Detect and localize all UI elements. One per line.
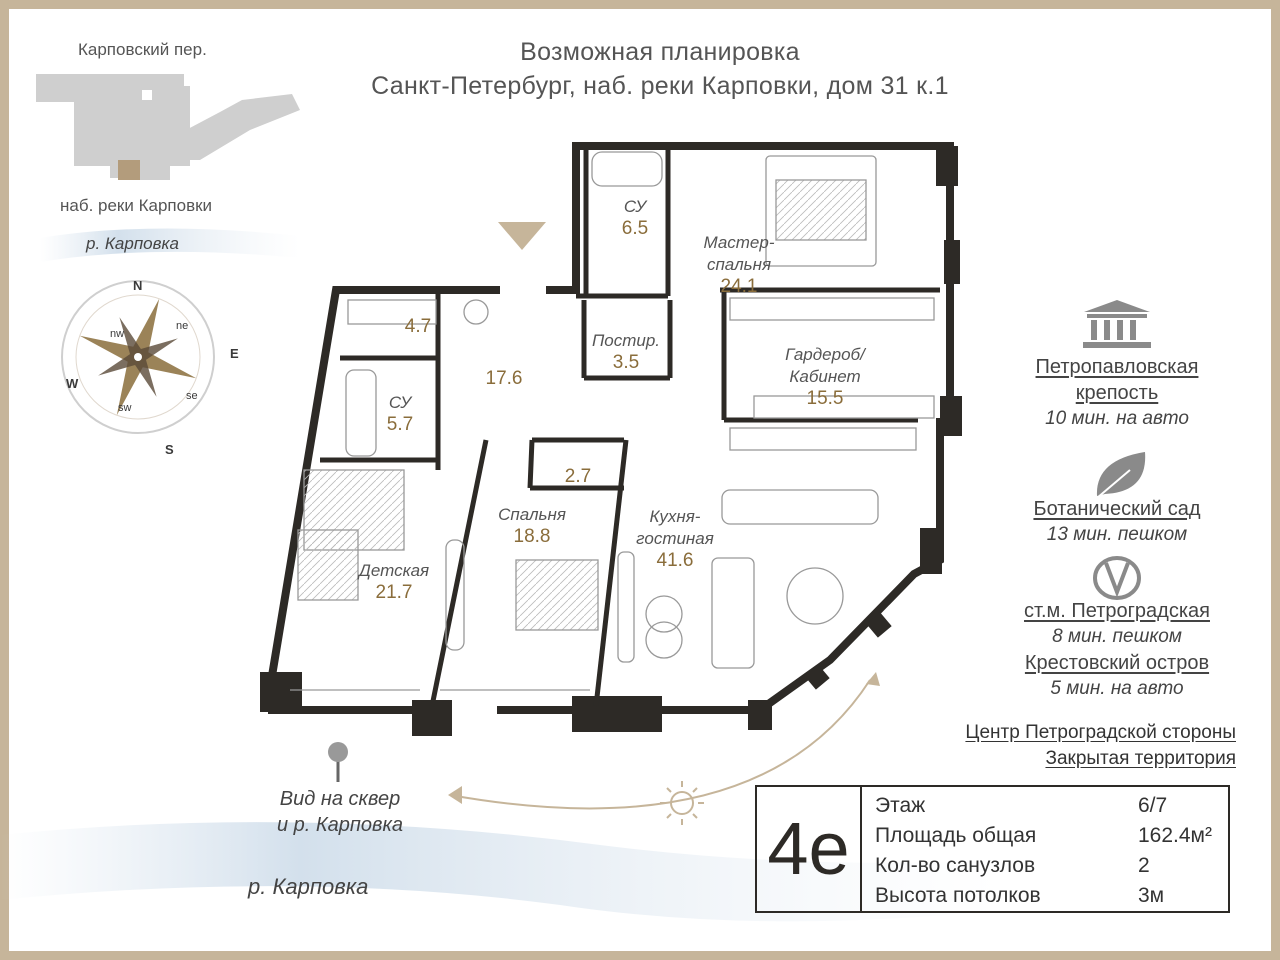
spec-floor-value: 6/7 <box>1138 794 1168 817</box>
sun-icon <box>660 781 704 825</box>
feature-center: Центр Петроградской стороны <box>965 722 1236 743</box>
locator-map <box>36 74 300 180</box>
place-metro: ст.м. Петроградская 8 мин. пешком Кресто… <box>1024 600 1210 699</box>
room-laundry: Постир.3.5 <box>591 331 661 373</box>
apartment-code: 4е <box>767 807 850 890</box>
plan-address: Санкт-Петербург, наб. реки Карповки, дом… <box>371 72 949 100</box>
river-bottom-label: р. Карповка <box>248 874 369 899</box>
spec-table <box>755 785 1230 913</box>
spec-bathrooms-value: 2 <box>1138 854 1150 877</box>
room-closet: 2.7 <box>564 466 592 487</box>
plan-columns <box>260 146 962 736</box>
pin-icon <box>328 742 348 782</box>
compass-n: N <box>133 278 143 293</box>
compass-se: se <box>186 390 198 402</box>
spec-area-label: Площадь общая <box>875 824 1037 847</box>
compass-rose <box>61 280 215 434</box>
river-top <box>40 228 300 262</box>
view-arc <box>449 679 871 810</box>
spec-floor-label: Этаж <box>875 794 926 817</box>
view-label: Вид на сквер и р. Карповка <box>276 788 404 836</box>
compass-ne: ne <box>176 320 189 332</box>
spec-ceiling-label: Высота потолков <box>875 884 1041 907</box>
compass-sw: sw <box>118 402 132 414</box>
river-top-label: р. Карповка <box>86 234 179 253</box>
street-top-label: Карповский пер. <box>78 40 207 59</box>
room-storage: 4.7 <box>404 316 432 337</box>
feature-closed-territory: Закрытая территория <box>1045 748 1236 769</box>
room-hall: 17.6 <box>485 368 523 389</box>
compass-s: S <box>165 442 174 457</box>
compass-nw: nw <box>110 328 125 340</box>
plan-title: Возможная планировка <box>520 38 800 66</box>
compass-e: E <box>230 346 239 361</box>
plan-interior-walls <box>320 150 940 707</box>
spec-ceiling-value: 3м <box>1138 884 1165 907</box>
place-fortress: Петропавловская крепость 10 мин. на авто <box>1035 356 1199 429</box>
river-bottom <box>0 822 1000 922</box>
plan-furniture <box>290 151 935 691</box>
place-botanical: Ботанический сад 13 мин. пешком <box>1033 498 1201 545</box>
spec-area-value: 162.4м² <box>1138 824 1212 847</box>
street-bottom-label: наб. реки Карповки <box>60 196 213 215</box>
entrance-marker <box>498 222 546 250</box>
spec-divider <box>860 787 862 911</box>
spec-bathrooms-label: Кол-во санузлов <box>875 854 1036 877</box>
compass-w: W <box>66 376 79 391</box>
